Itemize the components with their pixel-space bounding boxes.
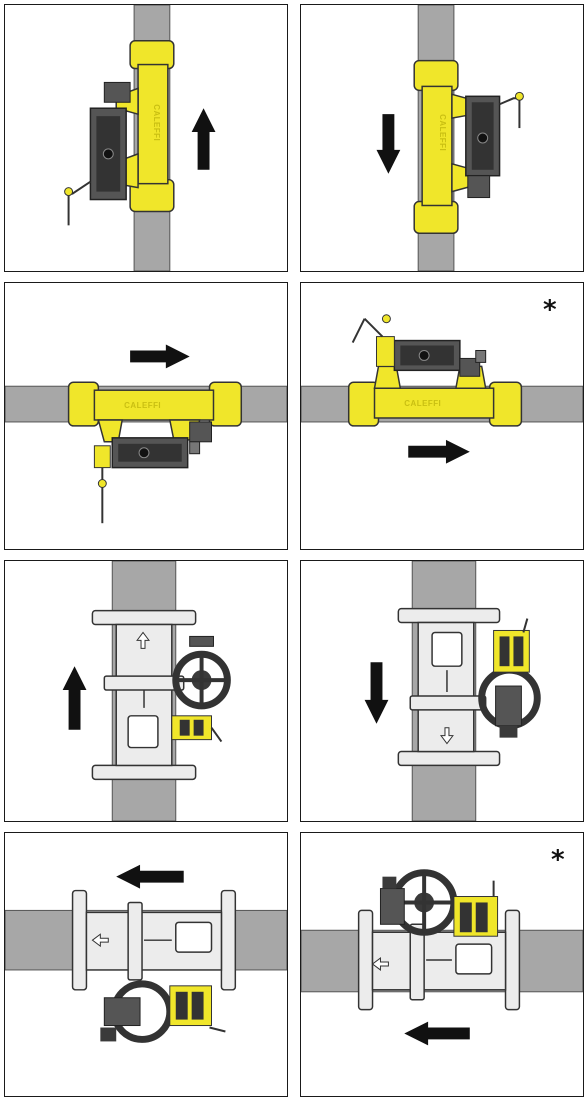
panel-7	[4, 832, 288, 1097]
flow-arrow-left	[404, 1021, 470, 1046]
panel-1-drawing: CALEFFI	[64, 5, 216, 271]
panel-2-drawing: CALEFFI	[376, 5, 524, 271]
panel-7-drawing	[5, 864, 287, 1043]
compact-valve: CALEFFI	[67, 381, 243, 524]
panel-4-drawing: CALEFFI	[301, 314, 583, 464]
panel-6-drawing	[364, 561, 541, 821]
flanged-valve	[91, 609, 231, 781]
panel-3-drawing: CALEFFI	[5, 344, 287, 524]
flow-arrow-right	[130, 344, 190, 369]
panel-3: CALEFFI	[4, 282, 288, 550]
flanged-valve	[397, 607, 541, 767]
compact-valve: CALEFFI	[64, 39, 175, 226]
flow-arrow-right	[408, 439, 470, 464]
flow-arrow-down	[364, 662, 389, 724]
panel-6	[300, 560, 584, 822]
flow-arrow-left	[116, 864, 184, 889]
flow-arrow-up	[191, 108, 216, 170]
flow-arrow-up	[62, 666, 87, 730]
panel-5-drawing	[62, 561, 231, 821]
brand-label: CALEFFI	[152, 104, 161, 141]
brand-label: CALEFFI	[124, 401, 161, 410]
panel-5	[4, 560, 288, 822]
panel-8: *	[300, 832, 584, 1097]
brand-label: CALEFFI	[404, 399, 441, 408]
flanged-valve	[71, 889, 237, 1043]
brand-label: CALEFFI	[438, 114, 447, 151]
flow-arrow-down	[376, 114, 401, 174]
flanged-valve	[357, 869, 521, 1011]
panel-2: CALEFFI	[300, 4, 584, 272]
panel-1: CALEFFI	[4, 4, 288, 272]
variant-note-marker: *	[551, 845, 565, 875]
compact-valve: CALEFFI	[347, 314, 523, 427]
panel-4: * CALEFFI	[300, 282, 584, 550]
panel-8-drawing	[301, 869, 583, 1046]
compact-valve: CALEFFI	[413, 59, 524, 235]
variant-note-marker: *	[543, 295, 557, 325]
